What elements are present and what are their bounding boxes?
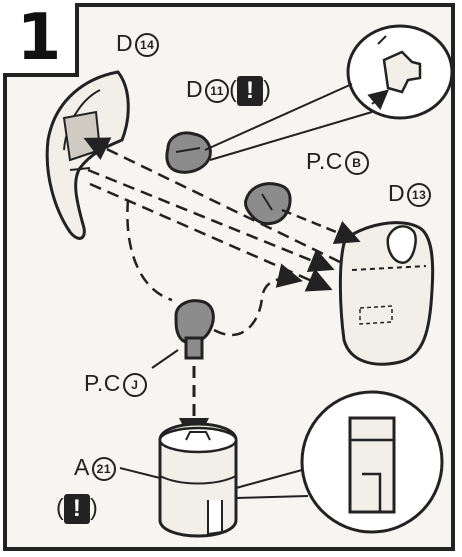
label-a21-warning: (!) <box>56 494 99 524</box>
part-pcj <box>151 299 215 369</box>
step-number: 1 <box>3 3 79 77</box>
part-d11 <box>165 131 212 174</box>
part-d14 <box>45 70 130 240</box>
assembly-arrows <box>83 137 361 448</box>
part-a21 <box>119 422 238 538</box>
detail-zoom-circle <box>204 24 454 161</box>
part-d13 <box>338 221 435 366</box>
warning-icon: ! <box>237 76 264 106</box>
warning-icon: ! <box>64 494 91 524</box>
detail-zoom-circle-bottom <box>235 390 444 534</box>
part-pcb <box>244 182 292 225</box>
